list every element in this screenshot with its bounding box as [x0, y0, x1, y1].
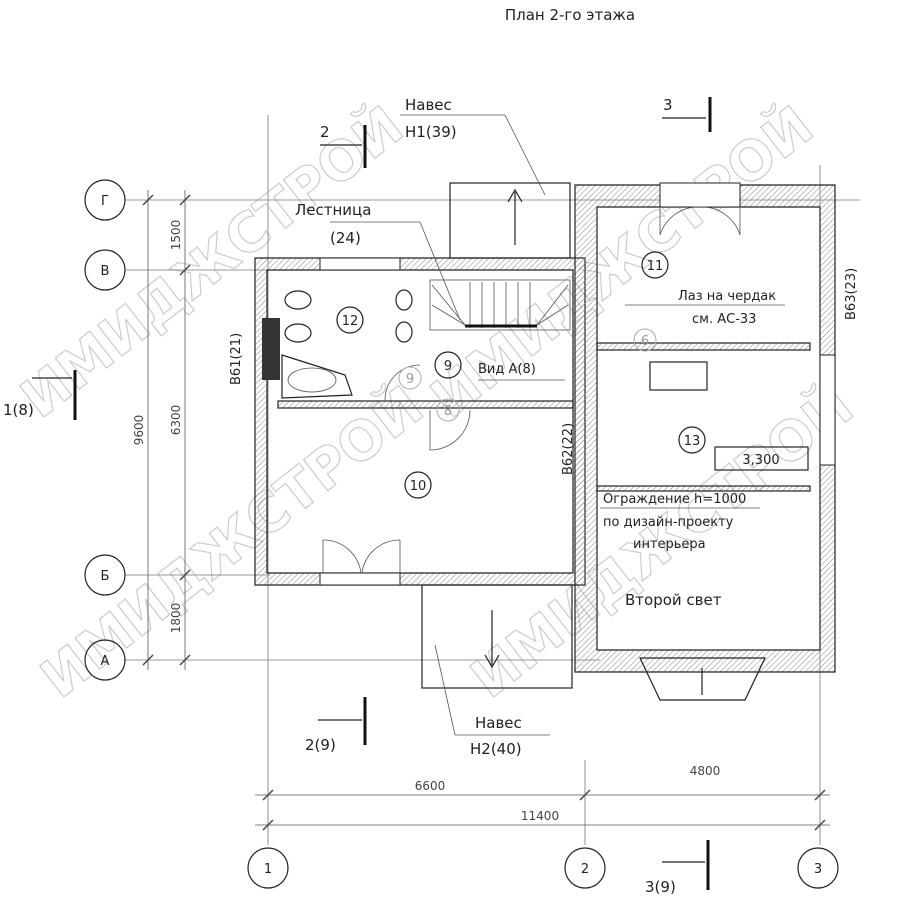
- attic-hatch: [649, 361, 708, 391]
- railing-note-1: Ограждение h=1000: [603, 492, 746, 507]
- door-mark-9: 9: [406, 372, 414, 387]
- attic-hatch-label: Лаз на чердак: [678, 289, 776, 304]
- dimensions: 9600 1500 6300 1800 6600 4800 11400: [132, 190, 830, 831]
- room-13: 13: [684, 434, 701, 449]
- view-label: Вид А(8): [478, 362, 536, 377]
- room-12: 12: [342, 314, 359, 329]
- door-mark-8: 8: [444, 404, 452, 419]
- svg-text:Н2(40): Н2(40): [470, 740, 522, 758]
- svg-text:1500: 1500: [169, 220, 183, 251]
- openings: [319, 182, 836, 701]
- svg-text:2(9): 2(9): [305, 736, 336, 754]
- wall-label-2: В62(22): [561, 423, 576, 475]
- stair-label: Лестница: [295, 201, 371, 219]
- axis-label-2: 2: [581, 862, 589, 877]
- axis-bubbles: Г В Б А 1 2 3: [84, 179, 839, 889]
- canopy-top: Навес Н1(39): [400, 96, 571, 259]
- axis-label-3: 3: [814, 862, 822, 877]
- axis-label-G: Г: [101, 194, 109, 209]
- svg-text:11400: 11400: [521, 809, 559, 823]
- wall-label-3: В63(23): [844, 268, 859, 320]
- svg-text:Навес: Навес: [405, 96, 452, 114]
- svg-text:4800: 4800: [690, 764, 721, 778]
- staircase: Лестница (24): [295, 201, 571, 331]
- railing-note-3: интерьера: [633, 537, 706, 552]
- walls: [254, 184, 836, 673]
- section-markers: 2 3 1(8) 2(9) 3(9): [3, 96, 712, 896]
- railing-note-2: по дизайн-проекту: [603, 515, 734, 530]
- axis-label-V: В: [101, 264, 110, 279]
- second-light-label: Второй свет: [625, 591, 722, 609]
- grid-axes: [125, 115, 860, 845]
- svg-text:9600: 9600: [132, 415, 146, 446]
- wall-label-1: В61(21): [229, 333, 244, 385]
- stair-code: (24): [330, 229, 361, 247]
- axis-label-A: А: [101, 654, 110, 669]
- axis-label-B: Б: [101, 569, 110, 584]
- attic-hatch-ref: см. АС-33: [692, 312, 756, 327]
- svg-text:2: 2: [320, 123, 330, 141]
- level-mark: 3,300: [742, 453, 779, 468]
- svg-text:3(9): 3(9): [645, 878, 676, 896]
- plan-title: План 2-го этажа: [505, 6, 635, 24]
- svg-text:Н1(39): Н1(39): [405, 123, 457, 141]
- annotations: Вид А(8) Лаз на чердак см. АС-33 3,300 О…: [229, 268, 859, 609]
- room-11: 11: [647, 259, 664, 274]
- room-9: 9: [444, 359, 452, 374]
- svg-text:6600: 6600: [415, 779, 446, 793]
- bathroom-fixtures: [281, 289, 413, 399]
- svg-text:1(8): 1(8): [3, 401, 34, 419]
- svg-text:3: 3: [663, 96, 673, 114]
- svg-text:Навес: Навес: [475, 714, 522, 732]
- door-mark-6: 6: [641, 334, 649, 349]
- axis-label-1: 1: [264, 862, 272, 877]
- svg-text:6300: 6300: [169, 405, 183, 436]
- svg-text:1800: 1800: [169, 603, 183, 634]
- room-10: 10: [410, 479, 427, 494]
- room-numbers: 12 9 10 11 13 9 8 6: [336, 251, 706, 499]
